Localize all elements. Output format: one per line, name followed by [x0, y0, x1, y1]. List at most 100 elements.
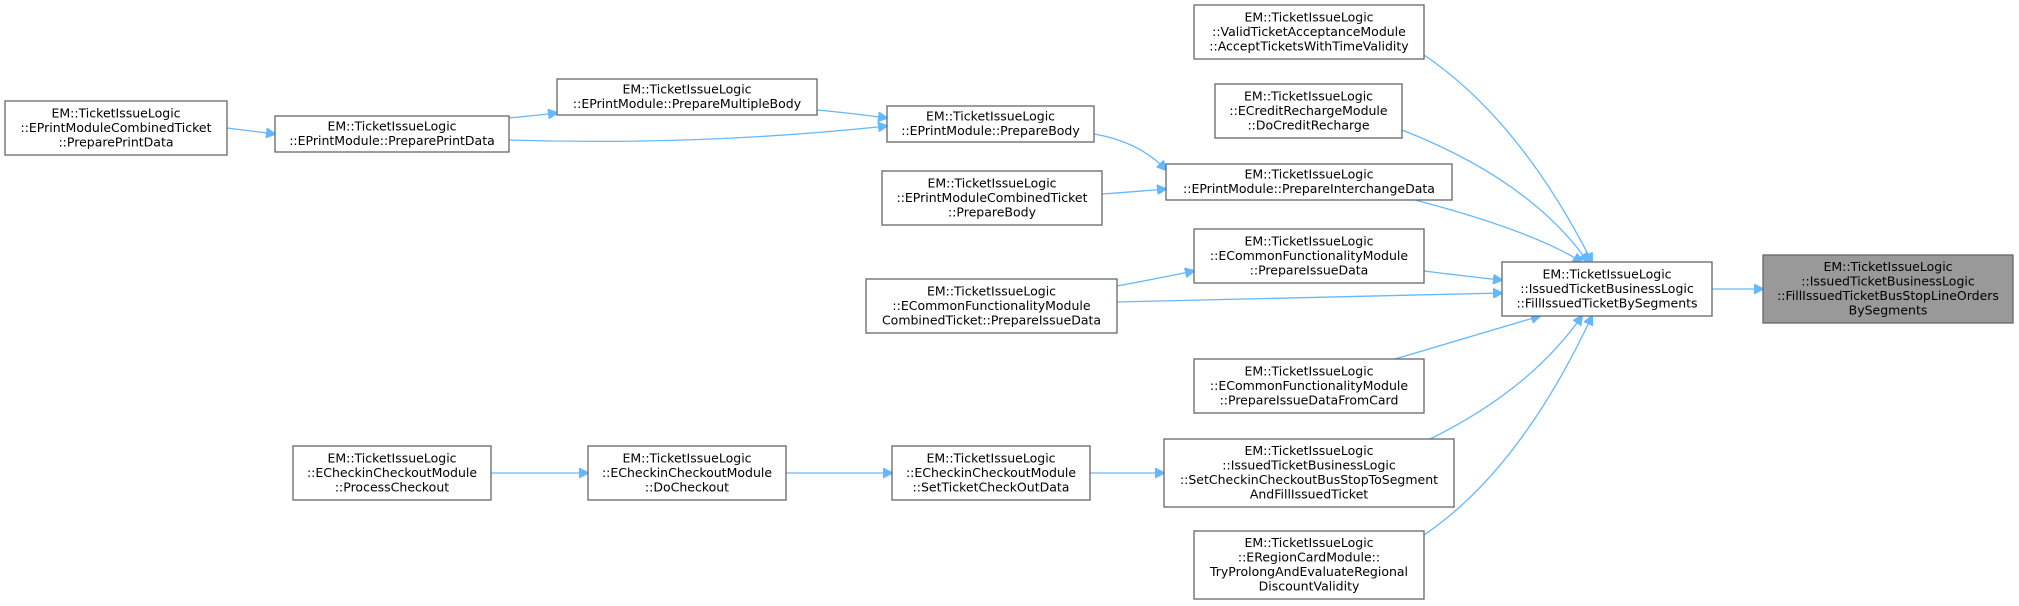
- node-label-do_checkout-line-2: ::DoCheckout: [645, 479, 729, 494]
- node-label-set_checkin_busstop-line-1: ::IssuedTicketBusinessLogic: [1222, 458, 1396, 473]
- node-label-fill_by_segments-line-2: ::FillIssuedTicketBySegments: [1516, 295, 1697, 310]
- node-box-region_card[interactable]: [1193, 530, 1425, 600]
- node-combined_prepare_print[interactable]: EM::TicketIssueLogic::EPrintModuleCombin…: [4, 100, 228, 156]
- node-label-process_checkout-line-2: ::ProcessCheckout: [335, 479, 449, 494]
- node-label-set_checkin_busstop-line-3: AndFillIssuedTicket: [1250, 487, 1368, 502]
- edge-common_prepare_issue_card-to-fill_by_segments: [1394, 316, 1540, 360]
- node-set_ticket_checkout[interactable]: EM::TicketIssueLogic::ECheckinCheckoutMo…: [891, 445, 1091, 501]
- edge-combined_prepare_body-to-prepare_interchange: [1101, 189, 1166, 194]
- node-box-print_prepare_body[interactable]: [886, 105, 1095, 143]
- node-label-prepare_multiple_body-line-0: EM::TicketIssueLogic: [622, 82, 751, 97]
- node-box-process_checkout[interactable]: [292, 445, 492, 501]
- node-box-combined_prepare_issue[interactable]: [865, 278, 1118, 334]
- edge-set_checkin_busstop-to-fill_by_segments: [1429, 316, 1582, 440]
- node-label-process_checkout-line-1: ::ECheckinCheckoutModule: [307, 465, 477, 480]
- node-label-common_prepare_issue-line-1: ::ECommonFunctionalityModule: [1210, 248, 1408, 263]
- node-set_checkin_busstop[interactable]: EM::TicketIssueLogic::IssuedTicketBusine…: [1163, 438, 1455, 508]
- node-box-set_ticket_checkout[interactable]: [891, 445, 1091, 501]
- node-label-combined_prepare_issue-line-1: ::ECommonFunctionalityModule: [892, 298, 1090, 313]
- node-credit_recharge[interactable]: EM::TicketIssueLogic::ECreditRechargeMod…: [1214, 83, 1403, 139]
- node-combined_prepare_body[interactable]: EM::TicketIssueLogic::EPrintModuleCombin…: [881, 170, 1103, 226]
- node-region_card[interactable]: EM::TicketIssueLogic::ERegionCardModule:…: [1193, 530, 1425, 600]
- edge-prepare_print_data-to-print_prepare_body: [508, 126, 887, 143]
- node-box-do_checkout[interactable]: [587, 445, 787, 501]
- node-label-set_ticket_checkout-line-2: ::SetTicketCheckOutData: [913, 479, 1070, 494]
- edge-prepare_multiple_body-to-print_prepare_body: [816, 109, 887, 118]
- node-accept_tickets[interactable]: EM::TicketIssueLogic::ValidTicketAccepta…: [1193, 4, 1425, 60]
- node-label-combined_prepare_body-line-1: ::EPrintModuleCombinedTicket: [896, 190, 1087, 205]
- node-label-region_card-line-1: ::ERegionCardModule::: [1238, 550, 1380, 565]
- node-do_checkout[interactable]: EM::TicketIssueLogic::ECheckinCheckoutMo…: [587, 445, 787, 501]
- node-label-common_prepare_issue-line-2: ::PrepareIssueData: [1250, 262, 1369, 277]
- node-box-combined_prepare_print[interactable]: [4, 100, 228, 156]
- node-label-prepare_interchange-line-1: ::EPrintModule::PrepareInterchangeData: [1183, 181, 1435, 196]
- node-label-accept_tickets-line-1: ::ValidTicketAcceptanceModule: [1212, 24, 1406, 39]
- node-box-accept_tickets[interactable]: [1193, 4, 1425, 60]
- edge-credit_recharge-to-fill_by_segments: [1401, 129, 1588, 262]
- node-print_prepare_body[interactable]: EM::TicketIssueLogic::EPrintModule::Prep…: [886, 105, 1095, 143]
- node-box-prepare_print_data[interactable]: [274, 115, 510, 153]
- edges-layer: [226, 54, 1763, 536]
- nodes-layer: EM::TicketIssueLogic::IssuedTicketBusine…: [4, 4, 2014, 600]
- edge-region_card-to-fill_by_segments: [1423, 316, 1592, 536]
- node-label-prepare_print_data-line-0: EM::TicketIssueLogic: [327, 119, 456, 134]
- node-label-do_checkout-line-0: EM::TicketIssueLogic: [622, 450, 751, 465]
- edge-print_prepare_body-to-prepare_interchange: [1093, 133, 1166, 170]
- node-combined_prepare_issue[interactable]: EM::TicketIssueLogic::ECommonFunctionali…: [865, 278, 1118, 334]
- node-label-fill_by_segments-line-1: ::IssuedTicketBusinessLogic: [1520, 281, 1694, 296]
- node-label-common_prepare_issue_card-line-2: ::PrepareIssueDataFromCard: [1220, 392, 1399, 407]
- node-label-set_checkin_busstop-line-0: EM::TicketIssueLogic: [1244, 443, 1373, 458]
- node-fill_by_segments[interactable]: EM::TicketIssueLogic::IssuedTicketBusine…: [1501, 261, 1713, 317]
- node-label-set_ticket_checkout-line-0: EM::TicketIssueLogic: [926, 450, 1055, 465]
- node-label-accept_tickets-line-0: EM::TicketIssueLogic: [1244, 9, 1373, 24]
- node-label-combined_prepare_body-line-2: ::PrepareBody: [948, 204, 1037, 219]
- node-label-do_checkout-line-1: ::ECheckinCheckoutModule: [602, 465, 772, 480]
- node-label-fill_by_segments-line-0: EM::TicketIssueLogic: [1542, 266, 1671, 281]
- node-label-root-line-3: BySegments: [1849, 303, 1928, 318]
- node-box-common_prepare_issue[interactable]: [1193, 228, 1425, 284]
- node-label-region_card-line-0: EM::TicketIssueLogic: [1244, 535, 1373, 550]
- node-label-root-line-2: ::FillIssuedTicketBusStopLineOrders: [1777, 288, 1999, 303]
- node-box-prepare_multiple_body[interactable]: [556, 78, 818, 116]
- node-box-set_checkin_busstop[interactable]: [1163, 438, 1455, 508]
- node-prepare_interchange[interactable]: EM::TicketIssueLogic::EPrintModule::Prep…: [1165, 163, 1453, 201]
- node-label-process_checkout-line-0: EM::TicketIssueLogic: [327, 450, 456, 465]
- node-label-print_prepare_body-line-0: EM::TicketIssueLogic: [926, 109, 1055, 124]
- node-label-common_prepare_issue-line-0: EM::TicketIssueLogic: [1244, 233, 1373, 248]
- node-box-root[interactable]: [1762, 254, 2014, 324]
- node-label-combined_prepare_print-line-0: EM::TicketIssueLogic: [51, 105, 180, 120]
- node-label-region_card-line-2: TryProlongAndEvaluateRegional: [1209, 564, 1408, 579]
- node-label-prepare_interchange-line-0: EM::TicketIssueLogic: [1244, 167, 1373, 182]
- edge-common_prepare_issue-to-fill_by_segments: [1423, 270, 1502, 280]
- node-box-combined_prepare_body[interactable]: [881, 170, 1103, 226]
- node-box-credit_recharge[interactable]: [1214, 83, 1403, 139]
- node-label-common_prepare_issue_card-line-1: ::ECommonFunctionalityModule: [1210, 378, 1408, 393]
- node-label-prepare_print_data-line-1: ::EPrintModule::PreparePrintData: [289, 133, 495, 148]
- node-label-prepare_multiple_body-line-1: ::EPrintModule::PrepareMultipleBody: [573, 96, 802, 111]
- edge-prepare_print_data-to-prepare_multiple_body: [508, 113, 557, 118]
- node-label-root-line-0: EM::TicketIssueLogic: [1823, 259, 1952, 274]
- node-label-combined_prepare_issue-line-0: EM::TicketIssueLogic: [927, 283, 1056, 298]
- node-common_prepare_issue_card[interactable]: EM::TicketIssueLogic::ECommonFunctionali…: [1193, 358, 1425, 414]
- node-box-prepare_interchange[interactable]: [1165, 163, 1453, 201]
- node-root[interactable]: EM::TicketIssueLogic::IssuedTicketBusine…: [1762, 254, 2014, 324]
- node-label-credit_recharge-line-1: ::ECreditRechargeModule: [1229, 103, 1387, 118]
- node-label-accept_tickets-line-2: ::AcceptTicketsWithTimeValidity: [1209, 38, 1409, 53]
- node-label-set_ticket_checkout-line-1: ::ECheckinCheckoutModule: [906, 465, 1076, 480]
- node-prepare_multiple_body[interactable]: EM::TicketIssueLogic::EPrintModule::Prep…: [556, 78, 818, 116]
- node-label-region_card-line-3: DiscountValidity: [1259, 579, 1360, 594]
- node-prepare_print_data[interactable]: EM::TicketIssueLogic::EPrintModule::Prep…: [274, 115, 510, 153]
- edge-accept_tickets-to-fill_by_segments: [1423, 54, 1592, 262]
- node-label-credit_recharge-line-0: EM::TicketIssueLogic: [1244, 88, 1373, 103]
- node-common_prepare_issue[interactable]: EM::TicketIssueLogic::ECommonFunctionali…: [1193, 228, 1425, 284]
- node-box-fill_by_segments[interactable]: [1501, 261, 1713, 317]
- node-label-combined_prepare_issue-line-2: CombinedTicket::PrepareIssueData: [882, 312, 1101, 327]
- node-label-combined_prepare_print-line-2: ::PreparePrintData: [58, 134, 173, 149]
- node-label-common_prepare_issue_card-line-0: EM::TicketIssueLogic: [1244, 363, 1373, 378]
- node-label-root-line-1: ::IssuedTicketBusinessLogic: [1801, 274, 1975, 289]
- edge-combined_prepare_print-to-prepare_print_data: [226, 127, 275, 134]
- node-box-common_prepare_issue_card[interactable]: [1193, 358, 1425, 414]
- node-process_checkout[interactable]: EM::TicketIssueLogic::ECheckinCheckoutMo…: [292, 445, 492, 501]
- node-label-combined_prepare_print-line-1: ::EPrintModuleCombinedTicket: [20, 120, 211, 135]
